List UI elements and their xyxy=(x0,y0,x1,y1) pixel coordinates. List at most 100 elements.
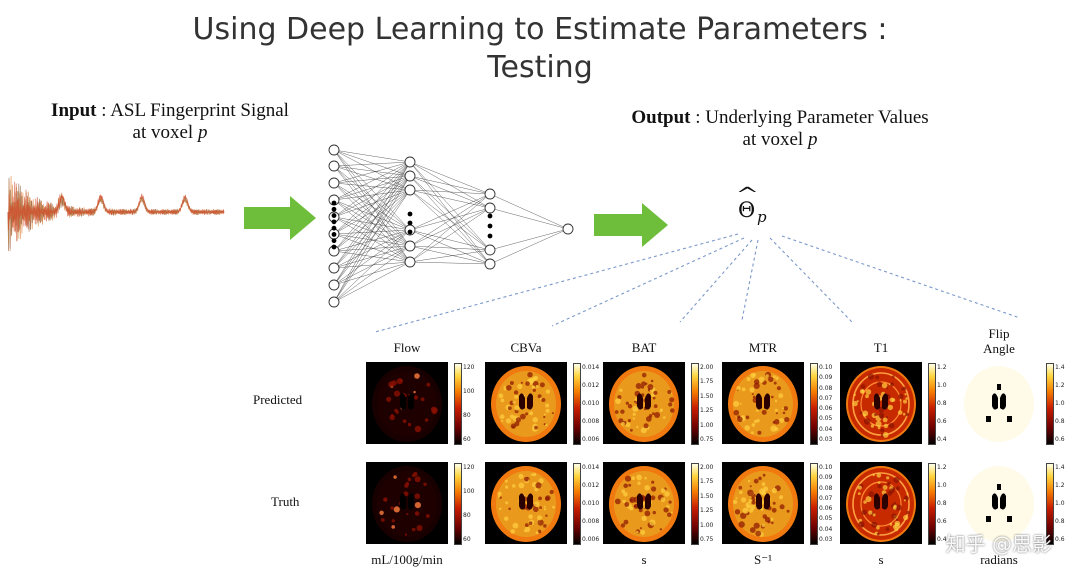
brain-texture-dot xyxy=(749,508,754,513)
dotted-connector xyxy=(741,239,759,321)
brain-texture-dot xyxy=(867,373,875,380)
brain-texture-dot xyxy=(393,506,400,513)
brain-texture-dot xyxy=(406,513,409,516)
brain-texture-dot xyxy=(668,402,673,407)
map-title-flip-angle: Flip Angle xyxy=(983,326,1015,356)
brain-texture-dot xyxy=(641,372,647,378)
colorbar xyxy=(810,463,818,545)
brain-texture-dot xyxy=(881,382,888,389)
colorbar-tick-label: 1.00 xyxy=(700,421,714,429)
brain-texture-dot xyxy=(863,500,867,504)
nn-connection xyxy=(333,149,411,231)
brain-ventricle-small xyxy=(986,516,991,522)
nn-connection xyxy=(409,189,491,209)
brain-map-mtr-predicted xyxy=(722,362,804,444)
nn-connection xyxy=(333,165,411,191)
colorbar-tick-label: 120 xyxy=(463,464,475,471)
colorbar-tick-label: 0.6 xyxy=(937,418,947,425)
brain-texture-dot xyxy=(524,529,527,533)
signal-trace xyxy=(7,181,225,242)
brain-texture-dot xyxy=(384,498,387,501)
brain-texture-dot xyxy=(751,423,756,427)
brain-texture-dot xyxy=(857,485,862,490)
nn-connection xyxy=(333,161,411,269)
map-unit-t1: s xyxy=(878,552,884,567)
brain-texture-dot xyxy=(639,527,642,530)
brain-texture-dot xyxy=(742,507,749,514)
colorbar-tick-label: 1.2 xyxy=(937,364,947,371)
brain-texture-dot xyxy=(512,522,519,529)
nn-connection xyxy=(489,207,569,230)
brain-texture-dot xyxy=(636,474,642,481)
brain-texture-dot xyxy=(776,386,781,391)
brain-texture-dot xyxy=(407,422,412,427)
nn-node xyxy=(328,160,340,172)
brain-map-image xyxy=(964,366,1034,442)
brain-texture-dot xyxy=(528,514,533,519)
brain-texture-dot xyxy=(895,518,899,521)
brain-texture-dot xyxy=(618,418,624,424)
nn-connection xyxy=(333,189,411,303)
colorbar xyxy=(691,463,699,545)
brain-texture-dot xyxy=(905,397,908,400)
brain-texture-dot xyxy=(621,489,626,494)
brain-texture-dot xyxy=(762,473,766,477)
nn-connection xyxy=(333,161,411,184)
brain-texture-dot xyxy=(659,528,663,531)
brain-texture-dot xyxy=(509,414,515,419)
slide-title-line2: Testing xyxy=(487,50,593,85)
asl-signal-waveform xyxy=(7,175,225,252)
nn-connection xyxy=(333,149,411,163)
brain-texture-dot xyxy=(545,514,548,517)
colorbar-tick-label: 0.04 xyxy=(819,525,833,533)
nn-connection xyxy=(409,207,491,263)
brain-ventricle-left xyxy=(756,393,762,410)
brain-map-flip-angle-truth xyxy=(958,462,1040,544)
brain-texture-dot xyxy=(735,497,738,500)
nn-connection xyxy=(489,228,569,251)
brain-texture-dot xyxy=(906,492,909,495)
brain-outline xyxy=(964,366,1034,442)
colorbar-tick-label: 0.03 xyxy=(819,436,833,443)
brain-texture-dot xyxy=(860,384,866,390)
brain-texture-dot xyxy=(747,479,751,483)
brain-texture-dot xyxy=(662,416,666,419)
colorbar-tick-label: 1.4 xyxy=(1055,464,1065,471)
dotted-connector xyxy=(679,239,753,323)
colorbar-tick-label: 0.06 xyxy=(819,505,833,513)
brain-texture-dot xyxy=(614,498,621,505)
brain-texture-dot xyxy=(624,475,632,482)
brain-texture-dot xyxy=(537,515,543,521)
brain-texture-dot xyxy=(891,513,897,519)
brain-texture-dot xyxy=(732,499,738,505)
nn-ellipsis-dot xyxy=(331,225,337,231)
brain-texture-dot xyxy=(899,399,902,402)
brain-texture-dot xyxy=(505,418,512,424)
brain-texture-dot xyxy=(651,480,655,484)
brain-texture-dot xyxy=(737,416,743,423)
brain-texture-dot xyxy=(755,530,762,537)
colorbar xyxy=(691,363,699,445)
brain-ventricle-left xyxy=(400,493,406,510)
brain-texture-dot xyxy=(391,519,395,523)
brain-texture-dot xyxy=(871,521,878,528)
arrow-network-to-output xyxy=(594,203,668,247)
brain-texture-dot xyxy=(892,375,895,378)
nn-connection xyxy=(489,228,569,265)
brain-texture-dot xyxy=(886,476,890,480)
brain-texture-dot xyxy=(895,486,900,491)
brain-ventricle-small xyxy=(986,416,991,422)
nn-ellipsis-dot xyxy=(331,232,337,237)
slide-title-line1: Using Deep Learning to Estimate Paramete… xyxy=(192,12,888,47)
nn-ellipsis-dot xyxy=(331,244,337,250)
brain-texture-dot xyxy=(497,491,502,496)
output-label-var: p xyxy=(807,129,818,150)
colorbar-tick-label: 0.4 xyxy=(937,436,947,443)
brain-map-image xyxy=(728,366,798,442)
dotted-connector xyxy=(769,237,853,323)
brain-texture-dot xyxy=(648,414,653,418)
brain-texture-dot xyxy=(631,476,635,481)
brain-texture-dot xyxy=(750,431,754,435)
colorbar-tick-label: 2.00 xyxy=(700,364,714,371)
brain-texture-dot xyxy=(514,394,519,399)
